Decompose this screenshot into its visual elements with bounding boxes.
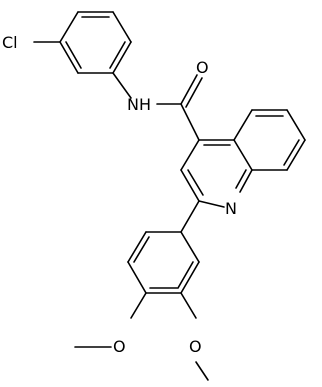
bond bbox=[59, 11, 79, 43]
bond bbox=[180, 103, 200, 141]
bond bbox=[127, 261, 147, 294]
bond bbox=[180, 169, 200, 202]
bond bbox=[233, 109, 253, 141]
dimethoxyphenyl-ring bbox=[127, 231, 200, 294]
bond bbox=[112, 72, 132, 99]
bond bbox=[133, 236, 150, 263]
bond bbox=[180, 292, 197, 319]
bond bbox=[130, 292, 147, 319]
bond bbox=[112, 11, 132, 43]
bond bbox=[65, 41, 82, 69]
quinoline-nitrogen-label: N bbox=[225, 199, 237, 218]
bond bbox=[180, 139, 200, 171]
bond bbox=[112, 41, 132, 74]
bond bbox=[127, 231, 147, 263]
bond bbox=[59, 41, 79, 74]
chloro-label: Cl bbox=[2, 33, 18, 52]
bond bbox=[180, 231, 200, 263]
bond bbox=[185, 77, 203, 108]
bond bbox=[177, 261, 194, 289]
bond bbox=[286, 139, 306, 171]
bond bbox=[180, 200, 200, 233]
bond bbox=[239, 169, 253, 193]
methoxy-oxygen-left-label: O bbox=[113, 337, 126, 356]
bond bbox=[233, 139, 253, 171]
bond bbox=[195, 361, 209, 381]
bond bbox=[180, 74, 198, 105]
bond bbox=[198, 200, 225, 208]
chlorophenyl-ring bbox=[59, 11, 132, 74]
quinoline-core bbox=[180, 109, 306, 208]
bond bbox=[286, 109, 306, 141]
bond bbox=[187, 169, 204, 196]
amide-nh-label: NH bbox=[127, 95, 151, 114]
carbonyl-oxygen-label: O bbox=[196, 58, 209, 77]
bond bbox=[180, 261, 200, 294]
bond bbox=[283, 139, 300, 166]
methoxy-oxygen-right-label: O bbox=[189, 337, 202, 356]
bond bbox=[109, 41, 126, 69]
bond bbox=[235, 169, 247, 189]
